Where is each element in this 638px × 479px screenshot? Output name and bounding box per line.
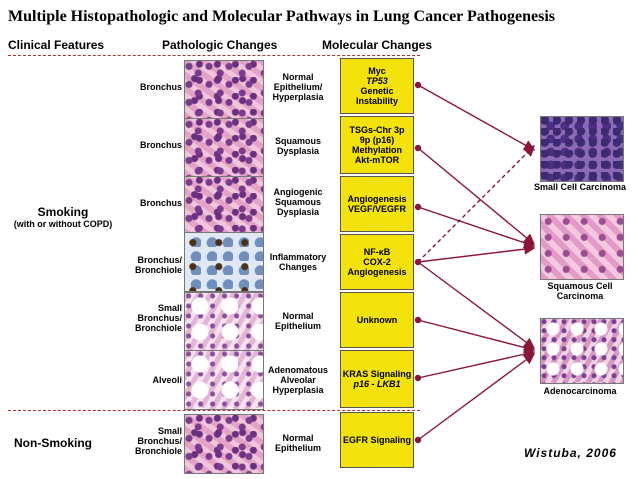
arrow-origin-kras <box>414 374 422 382</box>
arrow-nfkb-to-adeno <box>417 261 536 349</box>
row2-mol-line3: Methylation <box>351 145 402 155</box>
row2-molecular-box: TSGs-Chr 3p 9p (p16) Methylation Akt-mTO… <box>340 116 414 174</box>
smoking-note: (with or without COPD) <box>13 219 113 229</box>
row4-mol-line3: Angiogenesis <box>347 267 407 277</box>
credit-text: Wistuba, 2006 <box>524 446 617 460</box>
row2-mol-line4: Akt-mTOR <box>354 155 400 165</box>
row3-site: Bronchus <box>139 198 182 208</box>
row5-site: Small Bronchus/ Bronchiole <box>134 303 182 333</box>
row4-site: Bronchus/ Bronchiole <box>134 255 182 275</box>
row6-mol-line2: p16 - LKB1 <box>353 379 401 389</box>
arrow-origin-myc <box>414 81 422 89</box>
row5-change: Normal Epithelium <box>274 311 321 331</box>
row7-site: Small Bronchus/ Bronchiole <box>134 426 182 456</box>
row1-site: Bronchus <box>139 82 182 92</box>
smoking-group: Smoking (with or without COPD) <box>8 205 118 229</box>
row1-micrograph <box>184 60 264 120</box>
row2-mol-line1: TSGs-Chr 3p <box>349 125 405 135</box>
row5-mol-line1: Unknown <box>356 315 398 325</box>
non-smoking-separator <box>8 410 420 411</box>
header-pathologic-changes: Pathologic Changes <box>162 38 278 52</box>
row3-change: Angiogenic Squamous Dysplasia <box>273 187 323 217</box>
row2-site: Bronchus <box>139 140 182 150</box>
row4-mol-line2: COX-2 <box>363 257 391 267</box>
adenocarcinoma-label: Adenocarcinoma <box>543 386 617 396</box>
small-cell-carcinoma-label: Small Cell Carcinoma <box>533 182 627 192</box>
row4-molecular-box: NF-κB COX-2 Angiogenesis <box>340 234 414 290</box>
row3-molecular-box: Angiogenesis VEGF/VEGFR <box>340 176 414 232</box>
arrow-origin-angiogenesis <box>414 203 422 211</box>
arrow-angiogenesis-to-squamous <box>417 206 536 249</box>
squamous-cell-carcinoma-micrograph <box>540 214 624 280</box>
row1-mol-line2: TP53 <box>366 76 388 86</box>
row6-micrograph <box>184 350 264 410</box>
row7-molecular-box: EGFR Signaling <box>340 412 414 468</box>
row2-change: Squamous Dysplasia <box>274 136 321 156</box>
row4-mol-line1: NF-κB <box>363 247 391 257</box>
arrow-origin-egfr <box>414 436 422 444</box>
row7-micrograph <box>184 414 264 474</box>
arrow-origin-nfkb <box>414 258 422 266</box>
row3-mol-line1: Angiogenesis <box>347 194 407 204</box>
arrow-tsg-to-squamous <box>417 147 536 245</box>
row4-micrograph <box>184 232 264 292</box>
row1-molecular-box: Myc TP53 Genetic Instability <box>340 58 414 114</box>
arrow-origin-tsg <box>414 144 422 152</box>
small-cell-carcinoma-micrograph <box>540 116 624 182</box>
row4-change: Inflammatory Changes <box>269 252 327 272</box>
row2-mol-line2: 9p (p16) <box>359 135 395 145</box>
row5-molecular-box: Unknown <box>340 292 414 348</box>
arrow-egfr-to-adeno <box>417 353 536 441</box>
arrow-nfkb-to-small-cell-dashed <box>417 145 535 263</box>
top-separator <box>8 55 420 56</box>
row1-change: Normal Epithelium/ Hyperplasia <box>272 72 324 102</box>
row6-change: Adenomatous Alveolar Hyperplasia <box>267 365 328 395</box>
adenocarcinoma-micrograph <box>540 318 624 384</box>
row1-mol-line4: Instability <box>355 96 398 106</box>
header-clinical-features: Clinical Features <box>8 38 105 52</box>
arrow-nfkb-to-squamous <box>417 243 536 263</box>
row5-micrograph <box>184 292 264 352</box>
row6-site: Alveoli <box>152 375 182 385</box>
row3-micrograph <box>184 176 264 236</box>
arrow-unknown-to-adeno <box>417 319 536 353</box>
squamous-cell-carcinoma-label: Squamous Cell Carcinoma <box>547 281 613 301</box>
row3-mol-line2: VEGF/VEGFR <box>347 204 406 214</box>
row1-mol-line3: Genetic <box>360 86 394 96</box>
row2-micrograph <box>184 118 264 178</box>
arrow-myc-to-small-cell <box>417 84 536 151</box>
header-molecular-changes: Molecular Changes <box>322 38 433 52</box>
row6-molecular-box: KRAS Signaling p16 - LKB1 <box>340 350 414 408</box>
arrow-origin-unknown <box>414 316 422 324</box>
arrow-kras-to-adeno <box>417 348 536 379</box>
row7-mol-line1: EGFR Signaling <box>342 435 411 445</box>
figure-title: Multiple Histopathologic and Molecular P… <box>8 8 555 25</box>
row7-change: Normal Epithelium <box>274 433 321 453</box>
smoking-label: Smoking <box>37 205 89 219</box>
row6-mol-line1: KRAS Signaling <box>342 369 412 379</box>
non-smoking-label: Non-Smoking <box>14 436 92 450</box>
row1-mol-line1: Myc <box>368 66 386 76</box>
